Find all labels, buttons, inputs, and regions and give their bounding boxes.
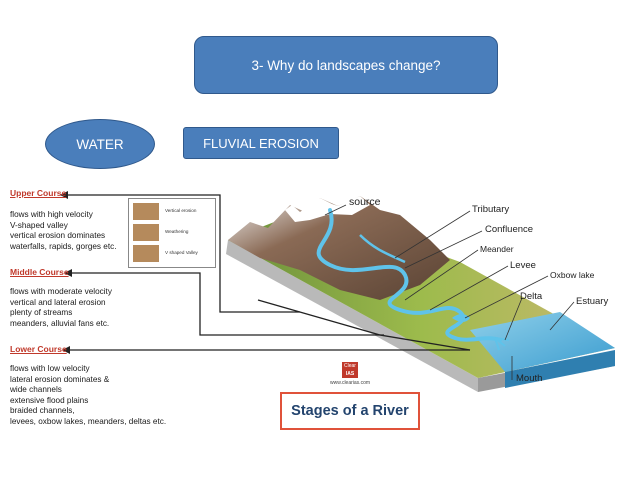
description-line: wide channels <box>10 385 62 394</box>
lower-course-description: flows with low velocity lateral erosion … <box>10 364 166 427</box>
description-line: vertical and lateral erosion <box>10 297 106 307</box>
mouth-label: Mouth <box>516 373 543 384</box>
description-line: flows with moderate velocity <box>10 287 112 296</box>
middle-course-description: flows with moderate velocity vertical an… <box>10 287 112 329</box>
middle-arrowhead <box>64 269 72 277</box>
meander-label: Meander <box>480 244 514 254</box>
logo-url: www.clearias.com <box>330 380 371 386</box>
sea-front <box>505 350 615 388</box>
delta-pointer <box>504 297 523 341</box>
v-shaped-valley-thumbnail <box>133 245 159 262</box>
segment-marker-lower <box>379 334 471 351</box>
description-line: plenty of streams <box>10 308 73 317</box>
levee-pointer <box>429 265 509 311</box>
estuary-label: Estuary <box>576 296 609 307</box>
slide-title: 3- Why do landscapes change? <box>194 36 498 94</box>
lower-arrowhead <box>62 346 70 354</box>
upper-course-connector <box>64 194 300 313</box>
oxbow-pointer <box>464 275 549 319</box>
thumbnail-label: Vertical erosion <box>165 208 197 213</box>
segment-marker-upper <box>257 299 381 336</box>
description-line: V-shaped valley <box>10 220 68 230</box>
levee-label: Levee <box>510 260 536 271</box>
delta-label: Delta <box>520 291 543 302</box>
upper-course-heading: Upper Course <box>10 188 67 198</box>
logo-line-1: Clear <box>344 363 356 369</box>
clearias-logo: Clear IAS www.clearias.com <box>330 362 370 386</box>
description-line: flows with high velocity <box>10 210 93 219</box>
description-line: meanders, alluvial fans etc. <box>10 318 110 328</box>
source-label: source <box>349 196 381 208</box>
estuary-pointer <box>549 301 575 331</box>
description-line: extensive flood plains <box>10 395 89 405</box>
meander-pointer <box>404 249 479 301</box>
mountain-range <box>228 196 450 300</box>
tributary-pointer <box>394 210 471 259</box>
tributary-stream <box>359 234 406 264</box>
upper-arrowhead <box>60 191 68 199</box>
weathering-thumbnail <box>133 224 159 241</box>
delta-channels <box>494 337 510 351</box>
description-line: flows with low velocity <box>10 364 90 373</box>
snow-caps <box>285 196 370 222</box>
thumbnail-label: Weathering <box>165 229 189 234</box>
tributary-label: Tributary <box>472 204 510 215</box>
thumbnail-label: V shaped Valley <box>165 250 198 255</box>
fluvial-erosion-label: FLUVIAL EROSION <box>183 127 339 159</box>
stages-caption: Stages of a River <box>280 392 420 430</box>
water-label: WATER <box>45 119 155 169</box>
oxbow-lake <box>452 314 470 322</box>
vertical-erosion-thumbnail <box>133 203 159 220</box>
source-pointer <box>324 204 347 216</box>
confluence-label: Confluence <box>485 224 534 235</box>
upper-course-description: flows with high velocity V-shaped valley… <box>10 210 117 252</box>
oxbow-lake-label: Oxbow lake <box>550 270 595 280</box>
middle-course-connector <box>68 272 384 336</box>
confluence-pointer <box>404 230 483 269</box>
description-line: lateral erosion dominates & <box>10 374 110 384</box>
description-line: levees, oxbow lakes, meanders, deltas et… <box>10 416 167 426</box>
middle-course-heading: Middle Course <box>10 267 69 277</box>
river-path <box>316 208 502 342</box>
logo-mark: Clear IAS <box>342 362 358 378</box>
logo-line-2: IAS <box>345 371 355 377</box>
sea-surface <box>470 312 615 372</box>
landscape-block-side <box>226 240 478 392</box>
erosion-thumbnails: Vertical erosion Weathering V shaped Val… <box>128 198 216 268</box>
description-line: vertical erosion dominates <box>10 231 106 240</box>
description-line: braided channels, <box>10 406 75 415</box>
lower-course-heading: Lower Course <box>10 344 67 354</box>
description-line: waterfalls, rapids, gorges etc. <box>10 241 117 251</box>
